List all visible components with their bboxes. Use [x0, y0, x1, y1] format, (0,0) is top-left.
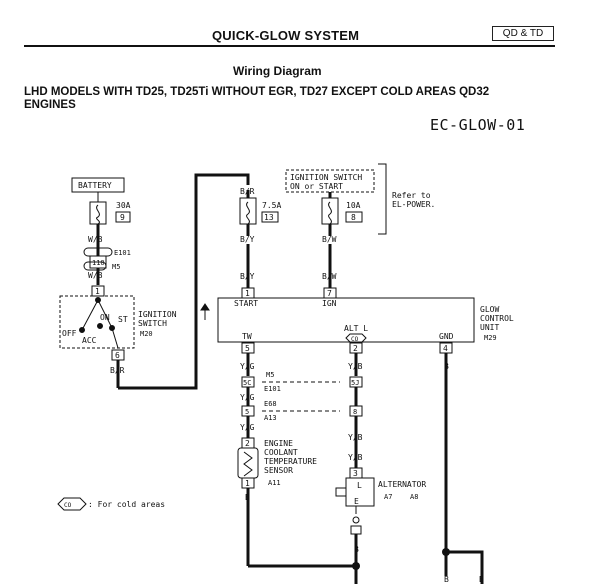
pin-ign-label: 7: [327, 289, 332, 298]
alternator-label: ALTERNATOR: [378, 480, 426, 489]
ects-label-4: SENSOR: [264, 466, 293, 475]
term-tw: TW: [242, 332, 252, 341]
refer-label-1: Refer to: [392, 191, 431, 200]
ign-box-label-1: IGNITION SWITCH: [290, 173, 362, 182]
model-badge: QD & TD: [492, 26, 554, 41]
fuse-13-label: 13: [264, 213, 274, 222]
gcu-label-1: GLOW: [480, 305, 499, 314]
wire-wb-2: W/B: [88, 271, 103, 280]
ects-label-1: ENGINE: [264, 439, 293, 448]
fuse-9-label: 9: [120, 213, 125, 222]
conn-5b-label: 5: [245, 408, 249, 416]
wire-bw-2: B/W: [322, 272, 337, 281]
conn-a13-label: A13: [264, 414, 277, 422]
wire-b-sensor: B: [245, 493, 250, 502]
conn-5j-label: 5J: [351, 379, 359, 387]
wire-yb-3: Y/B: [348, 433, 363, 442]
refer-label-2: EL-POWER.: [392, 200, 435, 209]
wire-by-2: B/Y: [240, 272, 255, 281]
wire-yg-1: Y/G: [240, 362, 255, 371]
fuse-8-label: 8: [351, 213, 356, 222]
alt-conn-a8: A8: [410, 493, 418, 501]
term-gnd: GND: [439, 332, 454, 341]
diagram-subtitle: Wiring Diagram: [233, 64, 322, 78]
wire-br-top: B/R: [240, 187, 255, 196]
wire-b-bottom-3: B: [479, 575, 484, 584]
ects-conn: A11: [268, 479, 281, 487]
conn-5c-label: 5C: [243, 379, 251, 387]
ects-label-2: COOLANT: [264, 448, 298, 457]
pin-5a-label: 5: [245, 344, 250, 353]
pos-off: OFF: [62, 329, 77, 338]
page-title: QUICK-GLOW SYSTEM: [212, 28, 360, 43]
wire-b-bottom-1: B: [354, 545, 359, 554]
cold-area-symbol: CO: [351, 336, 359, 343]
pos-acc: ACC: [82, 336, 97, 345]
term-alt-l: ALT L: [344, 324, 368, 333]
pin-1s-label: 1: [245, 479, 250, 488]
legend-text: : For cold areas: [88, 500, 165, 509]
wire-b-gnd: B: [444, 362, 449, 371]
fuse-9-box: [115, 211, 131, 223]
models-line-1: LHD MODELS WITH TD25, TD25Ti WITHOUT EGR…: [24, 86, 490, 98]
conn-e101b-label: E101: [264, 385, 281, 393]
wire-yb-2: Y/B: [348, 453, 363, 462]
wire-by-1: B/Y: [240, 235, 255, 244]
legend-symbol: CO: [64, 502, 72, 509]
term-ign: IGN: [322, 299, 337, 308]
wire-b-bottom-2: B: [444, 575, 449, 584]
wire-br-left: B/R: [110, 366, 125, 375]
glow-control-unit-box: [217, 297, 475, 343]
gcu-label-3: UNIT: [480, 323, 499, 332]
battery-label: BATTERY: [78, 181, 112, 190]
ign-switch-label-1: IGNITION: [138, 310, 177, 319]
conn-e101-label: E101: [114, 249, 131, 257]
wire-bw-1: B/W: [322, 235, 337, 244]
gcu-label-2: CONTROL: [480, 314, 514, 323]
ign-switch-conn: M20: [140, 330, 153, 338]
diagram-id: EC-GLOW-01: [430, 116, 526, 134]
fuse-10a-label: 10A: [346, 201, 361, 210]
gcu-conn: M29: [484, 334, 497, 342]
pin-2a-label: 2: [353, 344, 358, 353]
pin-start-label: 1: [245, 289, 250, 298]
ign-switch-label-2: SWITCH: [138, 319, 167, 328]
pin-2s-label: 2: [245, 439, 250, 448]
wire-wb-1: W/B: [88, 235, 103, 244]
alt-terminal-l: L: [357, 481, 362, 490]
pos-on: ON: [100, 313, 110, 322]
wire-yg-2: Y/G: [240, 393, 255, 402]
wire-yb-1: Y/B: [348, 362, 363, 371]
term-start: START: [234, 299, 258, 308]
pos-st: ST: [118, 315, 128, 324]
pin-4-label: 4: [443, 344, 448, 353]
alt-conn-a7: A7: [384, 493, 392, 501]
conn-m5-label: M5: [112, 263, 120, 271]
ignition-switch-box: [59, 295, 135, 349]
conn-8-label: 8: [353, 408, 357, 416]
ects-label-3: TEMPERATURE: [264, 457, 317, 466]
conn-110-label: 110: [92, 259, 105, 267]
model-applicability: LHD MODELS WITH TD25, TD25Ti WITHOUT EGR…: [24, 86, 544, 112]
conn-m5b-label: M5: [266, 371, 274, 379]
alt-terminal-e: E: [354, 497, 359, 506]
wire-yg-3: Y/G: [240, 423, 255, 432]
fuse-30a-label: 30A: [116, 201, 131, 210]
pin-6-label: 6: [115, 351, 120, 360]
models-line-2: ENGINES: [24, 99, 76, 111]
header-divider: [24, 45, 555, 47]
conn-e68-label: E68: [264, 400, 277, 408]
pin-1-label: 1: [95, 287, 100, 296]
fuse-75a-label: 7.5A: [262, 201, 281, 210]
ign-box-label-2: ON or START: [290, 182, 343, 191]
pin-3-label: 3: [353, 469, 358, 478]
